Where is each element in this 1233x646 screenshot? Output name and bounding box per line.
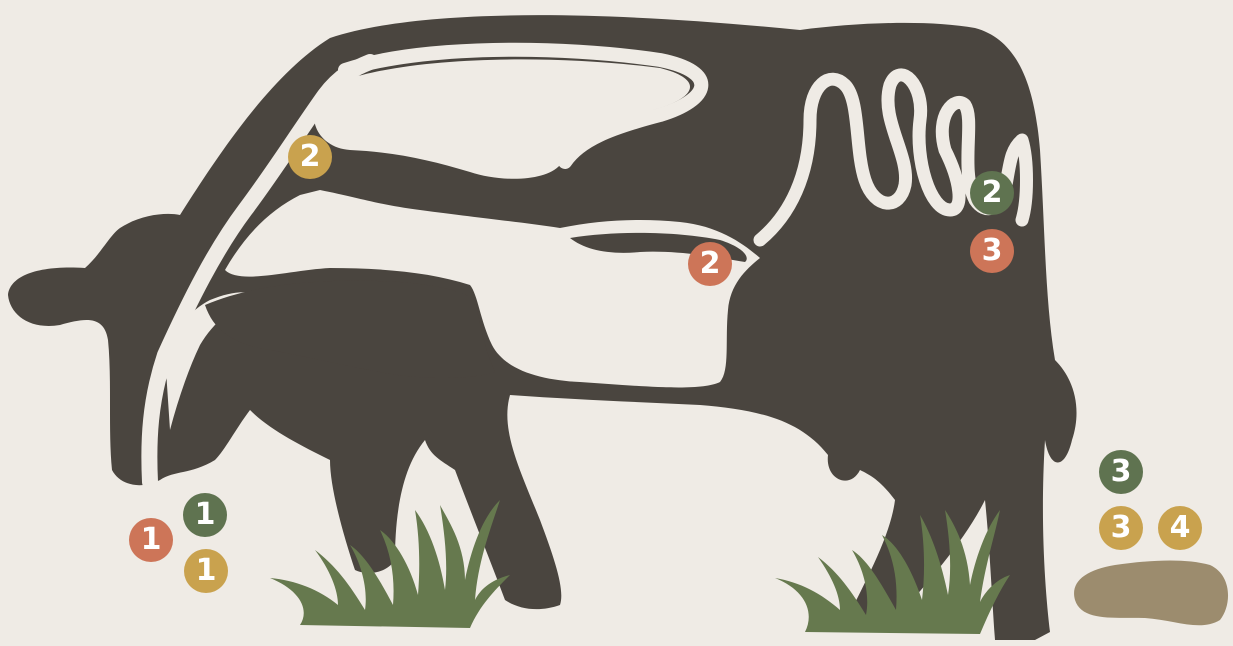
marker-manure-green: 3 (1099, 450, 1143, 494)
marker-mouth-red: 1 (129, 518, 173, 562)
marker-manure-gold-4: 4 (1158, 506, 1202, 550)
marker-belly-red: 2 (688, 242, 732, 286)
marker-intestine-green: 2 (970, 171, 1014, 215)
marker-intestine-red: 3 (970, 229, 1014, 273)
marker-manure-gold-3: 3 (1099, 506, 1143, 550)
marker-mouth-green: 1 (183, 493, 227, 537)
marker-mouth-gold: 1 (184, 549, 228, 593)
manure-pile (1074, 560, 1228, 625)
marker-neck-gold: 2 (288, 135, 332, 179)
